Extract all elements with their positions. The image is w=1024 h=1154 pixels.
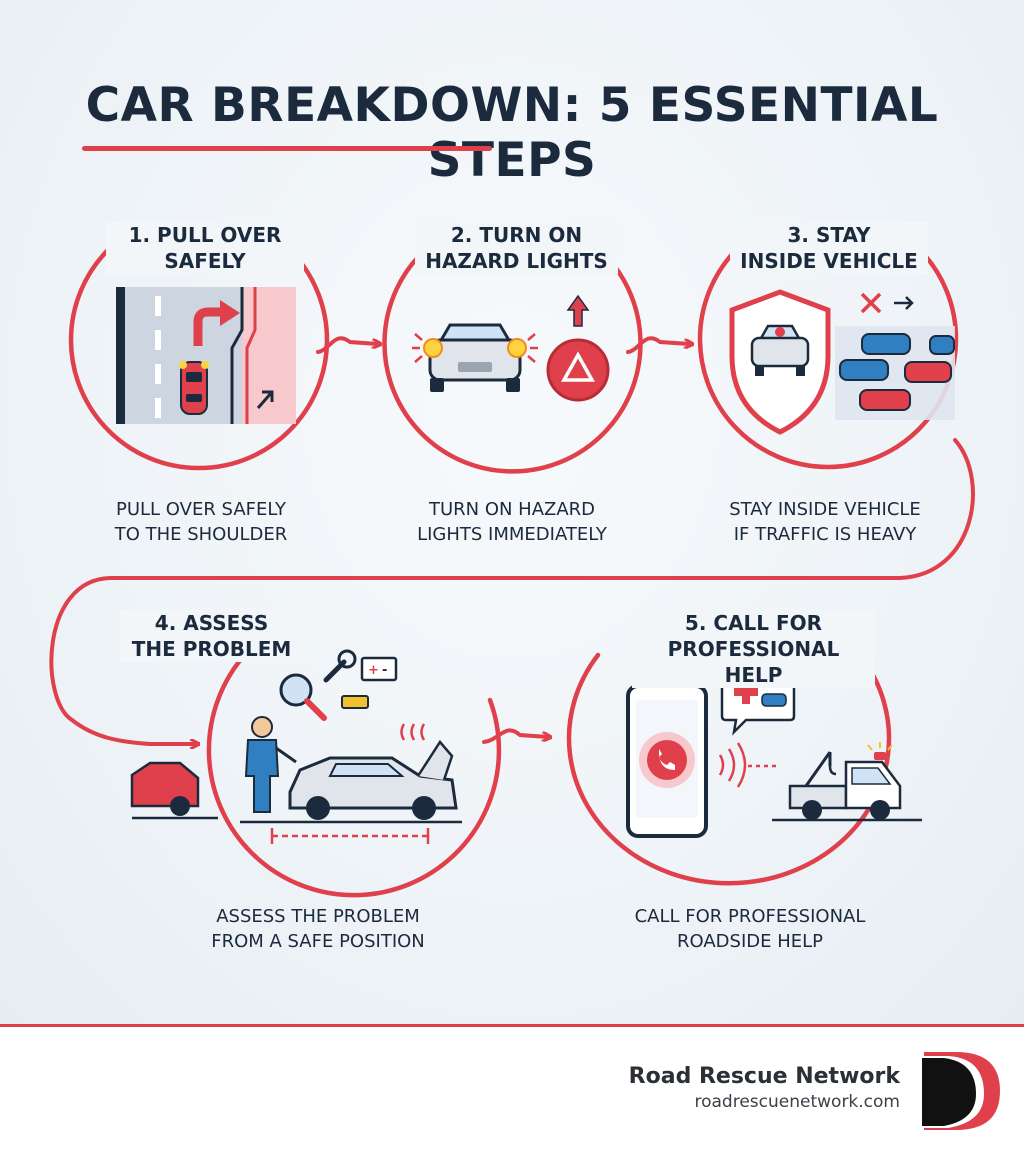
step-2-loop	[382, 247, 643, 474]
hazard-button-icon	[546, 294, 610, 402]
phone-call-icon	[626, 684, 780, 838]
step-3-title: 3. STAY INSIDE VEHICLE	[730, 222, 928, 274]
road-shoulder-icon	[116, 287, 296, 424]
step-2-description: TURN ON HAZARD LIGHTS IMMEDIATELY	[417, 499, 607, 545]
step-1-description: PULL OVER SAFELY TO THE SHOULDER	[114, 499, 288, 545]
main-area	[0, 0, 1024, 1025]
shield-car-icon	[729, 289, 831, 435]
tow-truck-icon	[772, 742, 922, 822]
step-2-title: 2. TURN ON HAZARD LIGHTS	[415, 222, 618, 274]
traffic-icon	[835, 292, 955, 420]
brand-name: Road Rescue Network	[628, 1064, 900, 1089]
flow-diagram: + -	[49, 247, 975, 898]
step-4-description: ASSESS THE PROBLEM FROM A SAFE POSITION	[211, 906, 425, 952]
fuse-icon	[341, 695, 369, 709]
step-3-description: STAY INSIDE VEHICLE IF TRAFFIC IS HEAVY	[729, 499, 921, 545]
step-1-loop	[68, 247, 330, 471]
step-1-title: 1. PULL OVER SAFELY	[106, 222, 304, 274]
hazard-car-icon	[412, 323, 538, 392]
connector-2-3	[626, 336, 690, 354]
red-car-icon	[130, 761, 218, 820]
magnifier-icon	[279, 673, 327, 721]
step-4-loop	[206, 617, 502, 898]
connector-1-2	[316, 336, 378, 354]
brand-url: roadrescuenetwork.com	[694, 1092, 901, 1112]
step-4-title: 4. ASSESS THE PROBLEM	[120, 610, 303, 662]
title-underline	[82, 146, 492, 151]
connector-3-4	[49, 438, 975, 744]
step-3-loop	[697, 247, 959, 470]
svg-text:+: +	[368, 663, 379, 678]
page-title: CAR BREAKDOWN: 5 ESSENTIAL STEPS	[85, 78, 939, 188]
svg-text:-: -	[382, 663, 387, 678]
brand-logo-icon	[922, 1052, 1000, 1130]
battery-icon: + -	[360, 656, 398, 682]
broken-car-icon	[240, 723, 462, 844]
step-5-title: 5. CALL FOR PROFESSIONAL HELP	[632, 610, 875, 688]
step-5-description: CALL FOR PROFESSIONAL ROADSIDE HELP	[634, 906, 866, 952]
mechanic-icon	[244, 716, 297, 813]
wrench-icon	[323, 649, 357, 683]
footer-divider	[0, 1024, 1024, 1027]
connector-4-5	[482, 728, 548, 744]
